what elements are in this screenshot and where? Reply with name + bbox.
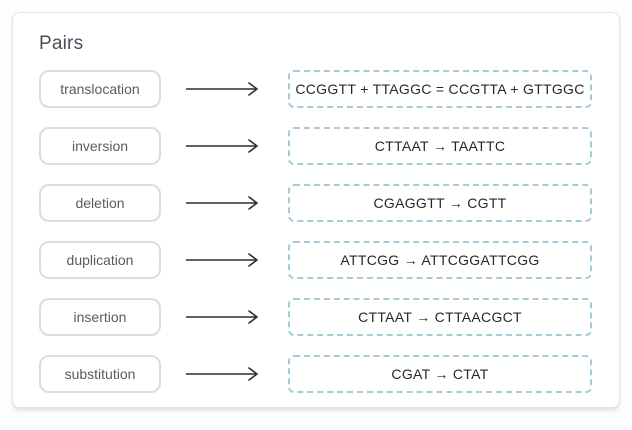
definition-label: ATTCGG → ATTCGGATTCGG: [340, 252, 540, 268]
term-pill[interactable]: inversion: [39, 127, 161, 165]
arrow-right-icon: [161, 184, 288, 222]
term-label: substitution: [64, 366, 136, 382]
definition-label: CGAT → CTAT: [391, 366, 489, 382]
definition-label: CGAGGTT → CGTT: [373, 195, 507, 211]
definition-dropzone[interactable]: CGAT → CTAT: [288, 355, 592, 393]
term-label: inversion: [71, 138, 129, 154]
pair-row: duplication ATTCGG → ATTCGGATTCGG: [39, 241, 592, 279]
definition-label: CCGGTT + TTAGGC = CCGTTA + GTTGGC: [295, 81, 585, 97]
term-pill[interactable]: deletion: [39, 184, 161, 222]
definition-dropzone[interactable]: CTTAAT → TAATTC: [288, 127, 592, 165]
term-label: deletion: [75, 195, 125, 211]
arrow-right-icon: [161, 70, 288, 108]
definition-dropzone[interactable]: CTTAAT → CTTAACGCT: [288, 298, 592, 336]
pair-row: translocation CCGGTT + TTAGGC = CCGTTA +…: [39, 70, 592, 108]
pair-row: substitution CGAT → CTAT: [39, 355, 592, 393]
arrow-right-icon: [161, 298, 288, 336]
term-label: insertion: [73, 309, 127, 325]
pair-row: insertion CTTAAT → CTTAACGCT: [39, 298, 592, 336]
arrow-right-icon: [161, 355, 288, 393]
term-pill[interactable]: translocation: [39, 70, 161, 108]
term-label: translocation: [60, 81, 140, 97]
arrow-right-icon: [161, 127, 288, 165]
pairs-card: Pairs translocation CCGGTT + TTAGGC = CC…: [12, 12, 620, 408]
term-label: duplication: [66, 252, 134, 268]
pair-row: deletion CGAGGTT → CGTT: [39, 184, 592, 222]
page-title: Pairs: [39, 33, 84, 54]
definition-label: CTTAAT → CTTAACGCT: [358, 309, 522, 325]
pairs-list: translocation CCGGTT + TTAGGC = CCGTTA +…: [39, 70, 592, 393]
pair-row: inversion CTTAAT → TAATTC: [39, 127, 592, 165]
arrow-right-icon: [161, 241, 288, 279]
definition-dropzone[interactable]: CGAGGTT → CGTT: [288, 184, 592, 222]
definition-dropzone[interactable]: ATTCGG → ATTCGGATTCGG: [288, 241, 592, 279]
definition-dropzone[interactable]: CCGGTT + TTAGGC = CCGTTA + GTTGGC: [288, 70, 592, 108]
term-pill[interactable]: substitution: [39, 355, 161, 393]
term-pill[interactable]: insertion: [39, 298, 161, 336]
term-pill[interactable]: duplication: [39, 241, 161, 279]
definition-label: CTTAAT → TAATTC: [374, 138, 506, 154]
